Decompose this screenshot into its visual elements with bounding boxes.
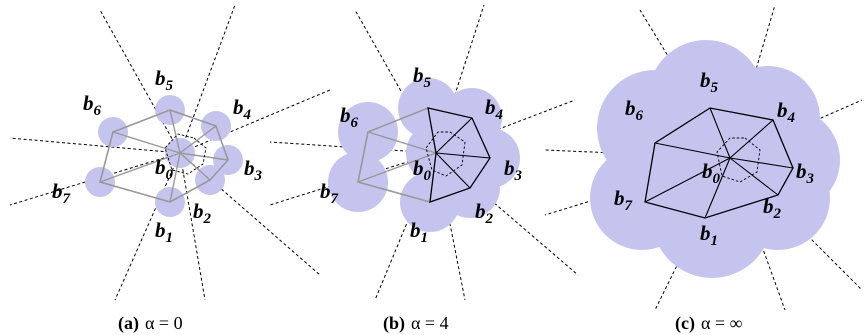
- label-b2: b2: [475, 199, 494, 227]
- label-b7: b7: [320, 179, 339, 207]
- caption-a: (a)α = 0: [118, 313, 183, 334]
- label-b6: b6: [625, 96, 644, 124]
- label-b2: b2: [763, 194, 782, 222]
- label-b1: b1: [155, 218, 173, 246]
- labels-a: b0 b1 b2 b3 b4 b5 b6 b7: [52, 66, 263, 246]
- label-b5: b5: [700, 68, 719, 96]
- label-b2: b2: [193, 199, 212, 227]
- label-b0: b0: [413, 156, 432, 184]
- spoke: [169, 109, 181, 154]
- hull-a: [99, 109, 229, 203]
- label-b5: b5: [413, 63, 432, 91]
- spoke: [357, 152, 437, 183]
- label-b4: b4: [777, 98, 796, 126]
- spoke: [435, 117, 473, 154]
- spoke: [644, 157, 731, 203]
- spoke: [112, 131, 181, 154]
- spoke: [435, 152, 471, 189]
- label-b4: b4: [233, 95, 252, 123]
- label-b0: b0: [155, 155, 174, 183]
- label-b1: b1: [410, 218, 428, 246]
- label-b1: b1: [700, 221, 718, 249]
- spoke: [729, 119, 774, 159]
- label-b6: b6: [340, 103, 359, 131]
- spoke: [729, 157, 794, 169]
- hull-c: [644, 107, 794, 219]
- spoke: [179, 125, 217, 154]
- hull-gray-b: [357, 107, 431, 203]
- labels-b: b0 b1 b2 b3 b4 b5 b6 b7: [320, 63, 523, 246]
- label-b3: b3: [504, 156, 523, 184]
- spoke: [367, 131, 437, 154]
- spoke: [729, 157, 779, 196]
- label-b4: b4: [485, 95, 504, 123]
- voronoi-cell-c: [716, 137, 761, 183]
- panel-c: b0 b1 b2 b3 b4 b5 b6 b7 (c)α = ∞: [544, 4, 863, 334]
- label-b6: b6: [83, 91, 102, 119]
- panel-b: b0 b1 b2 b3 b4 b5 b6 b7 (b)α = 4: [269, 4, 579, 334]
- label-b0: b0: [702, 159, 721, 187]
- label-b7: b7: [52, 179, 71, 207]
- caption-c: (c)α = ∞: [675, 313, 743, 334]
- disk-b7: [590, 146, 694, 250]
- label-b3: b3: [244, 156, 263, 184]
- spoke: [709, 107, 731, 159]
- spoke: [179, 152, 211, 181]
- label-b5: b5: [155, 66, 174, 94]
- spoke: [169, 152, 181, 203]
- label-b3: b3: [796, 159, 815, 187]
- spoke: [704, 157, 731, 219]
- voronoi-cell-a: [164, 133, 207, 175]
- spoke: [99, 152, 181, 183]
- panel-a: b0 b1 b2 b3 b4 b5 b6 b7 (a)α = 0: [9, 4, 331, 334]
- voronoi-cell-b: [425, 131, 466, 177]
- labels-c: b0 b1 b2 b3 b4 b5 b6 b7: [614, 68, 815, 249]
- label-b7: b7: [614, 186, 633, 214]
- caption-b: (b)α = 4: [383, 313, 449, 334]
